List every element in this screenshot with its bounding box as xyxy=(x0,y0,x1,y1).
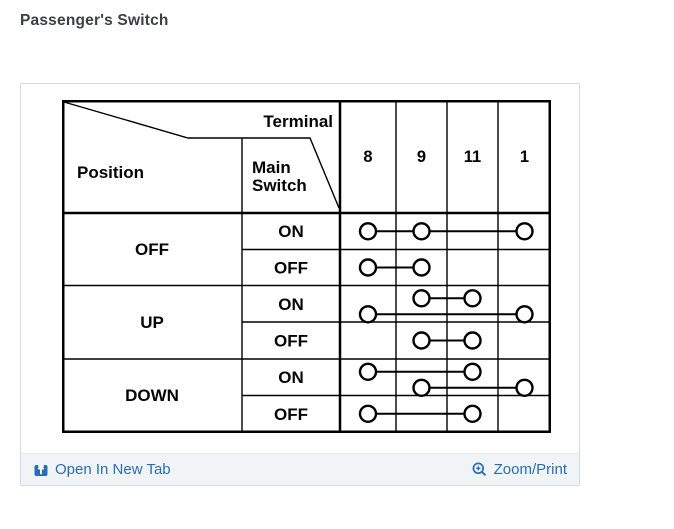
terminal-contact-circle xyxy=(358,404,378,423)
main-switch-state: OFF xyxy=(274,332,308,351)
header-diagonal-divider xyxy=(63,101,340,209)
position-corner-label: Position xyxy=(77,163,144,182)
continuity-connections xyxy=(358,222,534,423)
terminal-header-9: 9 xyxy=(417,148,426,166)
terminal-contact-circle xyxy=(463,362,482,381)
terminal-contact-circle xyxy=(412,222,431,241)
terminal-contact-circle xyxy=(412,258,431,277)
terminal-contact-circle xyxy=(358,305,378,324)
main-switch-label-line1: Main xyxy=(252,158,291,177)
terminal-contact-circle xyxy=(412,331,431,350)
terminal-header-1: 1 xyxy=(520,148,529,166)
terminal-contact-circle xyxy=(358,222,378,241)
main-switch-label-line2: Switch xyxy=(252,176,307,195)
terminal-contact-circle xyxy=(515,305,534,324)
open-in-new-tab-label: Open In New Tab xyxy=(55,461,171,478)
terminal-contact-circle xyxy=(515,222,534,241)
terminal-contact-circle xyxy=(358,258,378,277)
terminal-contact-circle xyxy=(412,289,431,308)
figure-card: Terminal Position Main Switch 8 9 11 1 O… xyxy=(20,83,580,486)
continuity-table-svg: Terminal Position Main Switch 8 9 11 1 O… xyxy=(62,100,551,433)
open-in-new-tab-icon xyxy=(34,463,48,476)
terminal-corner-label: Terminal xyxy=(263,112,333,131)
terminal-contact-circle xyxy=(463,289,482,308)
terminal-header-8: 8 xyxy=(363,148,372,166)
position-label-down: DOWN xyxy=(125,386,179,405)
terminal-contact-circle xyxy=(412,378,431,397)
page-title: Passenger's Switch xyxy=(20,12,169,29)
zoom-print-link[interactable]: Zoom/Print xyxy=(472,461,567,478)
terminal-contact-circle xyxy=(358,362,378,381)
zoom-print-label: Zoom/Print xyxy=(493,461,567,478)
main-switch-state: OFF xyxy=(274,259,308,278)
position-label-up: UP xyxy=(140,313,164,332)
terminal-contact-circle xyxy=(463,404,482,423)
table-outer-border xyxy=(62,100,551,433)
main-switch-state: ON xyxy=(278,368,304,387)
zoom-icon xyxy=(472,462,486,476)
terminal-header-11: 11 xyxy=(464,148,481,166)
main-switch-state: ON xyxy=(278,295,304,314)
figure-toolbar: Open In New Tab Zoom/Print xyxy=(21,453,579,485)
main-switch-state: OFF xyxy=(274,405,308,424)
terminal-contact-circle xyxy=(463,331,482,350)
main-switch-state: ON xyxy=(278,222,304,241)
table-thick-gridlines xyxy=(62,101,551,432)
position-label-off: OFF xyxy=(135,240,169,259)
open-in-new-tab-link[interactable]: Open In New Tab xyxy=(34,461,171,478)
terminal-contact-circle xyxy=(515,378,534,397)
switch-continuity-diagram: Terminal Position Main Switch 8 9 11 1 O… xyxy=(62,100,551,433)
